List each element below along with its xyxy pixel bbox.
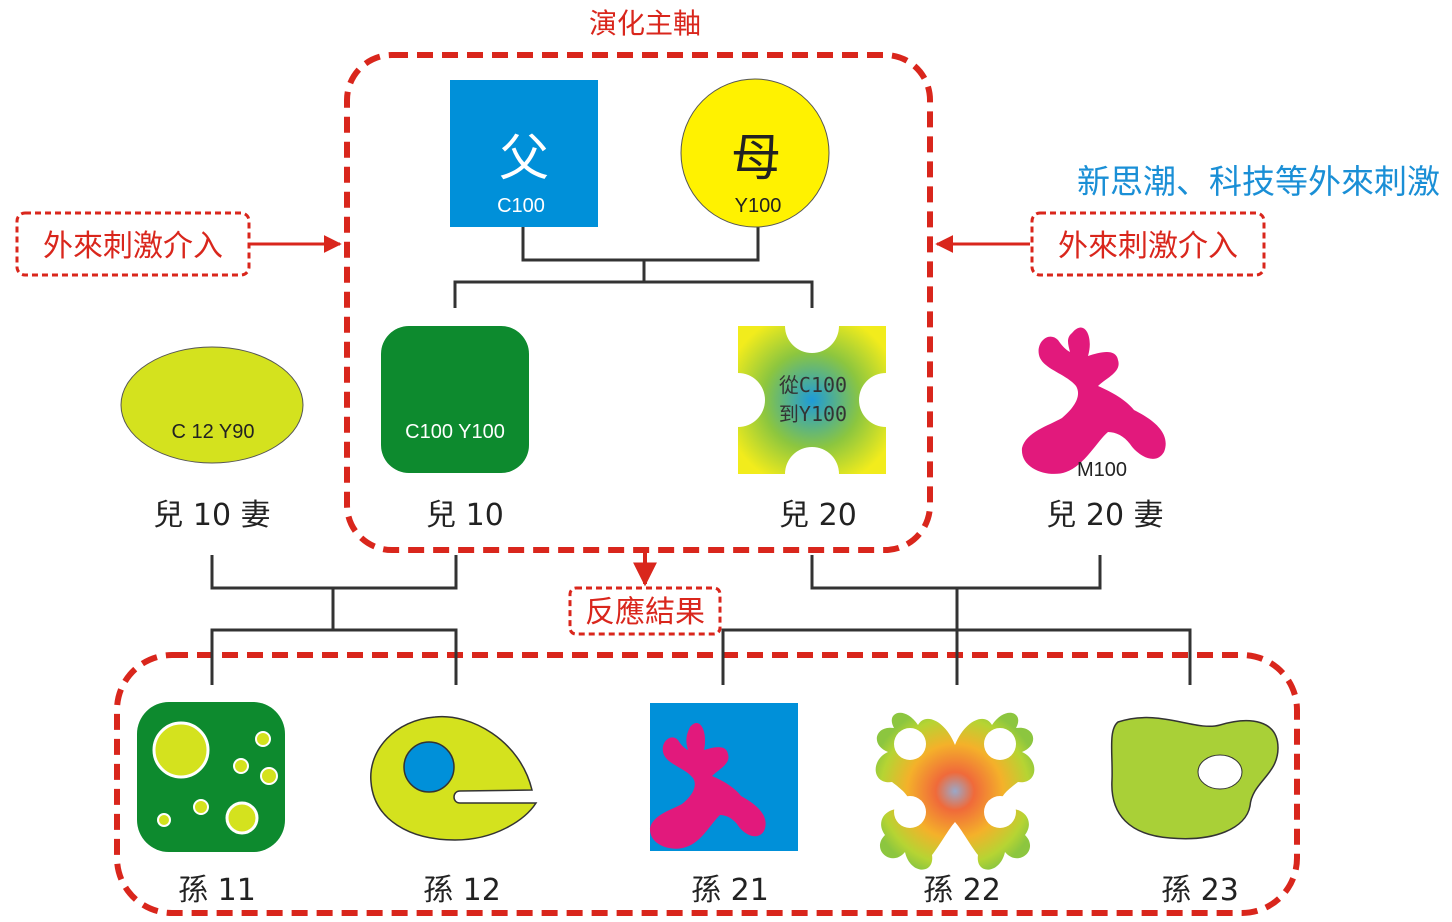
grandchild-11-spot	[260, 767, 278, 785]
son-20-wife: M100 兒 20 妻	[1021, 327, 1166, 533]
grandchild-22: 孫 22	[875, 712, 1035, 908]
connector-lines	[210, 227, 1192, 685]
result-label: 反應結果	[585, 595, 705, 630]
grandchild-23-spot	[1197, 754, 1243, 790]
right-external-note: 新思潮、科技等外來刺激	[1077, 162, 1440, 201]
grandchild-11-spot	[233, 758, 249, 774]
grandchild-11-spot	[255, 731, 271, 747]
mother: 母 Y100	[680, 78, 830, 228]
son-20-wife-code: M100	[1077, 459, 1127, 481]
grandchild-12: 孫 12	[370, 715, 538, 908]
grandchild-21-name: 孫 21	[691, 873, 769, 908]
father-char: 父	[499, 129, 549, 187]
grandchild-22-hole	[894, 728, 926, 760]
main-axis-box	[344, 52, 933, 553]
grandchild-22-hole	[984, 728, 1016, 760]
son-20-code-line1: 從C100	[779, 373, 847, 397]
son-20-wife-name: 兒 20 妻	[1046, 498, 1163, 533]
grandchild-23-shape	[1110, 716, 1279, 840]
main-axis-title: 演化主軸	[589, 7, 701, 40]
grandchild-22-hole	[984, 796, 1016, 828]
son-20: 從C100 到Y100 兒 20	[738, 326, 886, 533]
father-square	[450, 80, 598, 227]
grandchild-21-figure	[649, 722, 766, 849]
father-code: C100	[497, 195, 545, 217]
grandchild-21: 孫 21	[649, 703, 798, 908]
result-label-box	[568, 586, 722, 636]
son-10-wife-name: 兒 10 妻	[153, 498, 270, 533]
left-external-box	[15, 211, 251, 277]
son-10-wife-shape	[120, 346, 304, 464]
grandchild-12-shape	[370, 715, 538, 841]
grandchild-22-name: 孫 22	[923, 873, 1001, 908]
grandchild-12-eye	[403, 741, 455, 793]
grandchild-23: 孫 23	[1110, 716, 1279, 908]
grandchild-11-spot	[225, 801, 259, 835]
right-external-box	[1030, 211, 1266, 277]
mother-circle	[680, 78, 830, 228]
left-external-label: 外來刺激介入	[43, 229, 223, 264]
mother-code: Y100	[735, 195, 782, 217]
son-10-wife-code: C 12 Y90	[171, 421, 254, 443]
grandchild-11: 孫 11	[137, 702, 285, 908]
father: 父 C100	[450, 80, 598, 227]
son-20-name: 兒 20	[779, 498, 857, 533]
result-box	[114, 652, 1300, 916]
son-10-code: C100 Y100	[405, 421, 505, 443]
son-10-name: 兒 10	[426, 498, 504, 533]
son-10-shape	[381, 326, 529, 473]
grandchild-23-name: 孫 23	[1161, 873, 1239, 908]
son-10-wife: C 12 Y90 兒 10 妻	[120, 346, 304, 533]
mother-char: 母	[731, 129, 781, 187]
grandchild-22-hole	[894, 796, 926, 828]
son-10: C100 Y100 兒 10	[381, 326, 529, 533]
son-20-wife-shape	[1021, 327, 1166, 474]
son-20-shape	[738, 326, 886, 474]
son-20-code-line2: 到Y100	[779, 402, 847, 426]
grandchild-12-name: 孫 12	[423, 873, 501, 908]
grandchild-11-spot	[152, 721, 210, 779]
grandchild-11-name: 孫 11	[178, 873, 256, 908]
grandchild-11-spot	[193, 799, 209, 815]
grandchild-11-spot	[157, 813, 171, 827]
right-external-label: 外來刺激介入	[1058, 229, 1238, 264]
